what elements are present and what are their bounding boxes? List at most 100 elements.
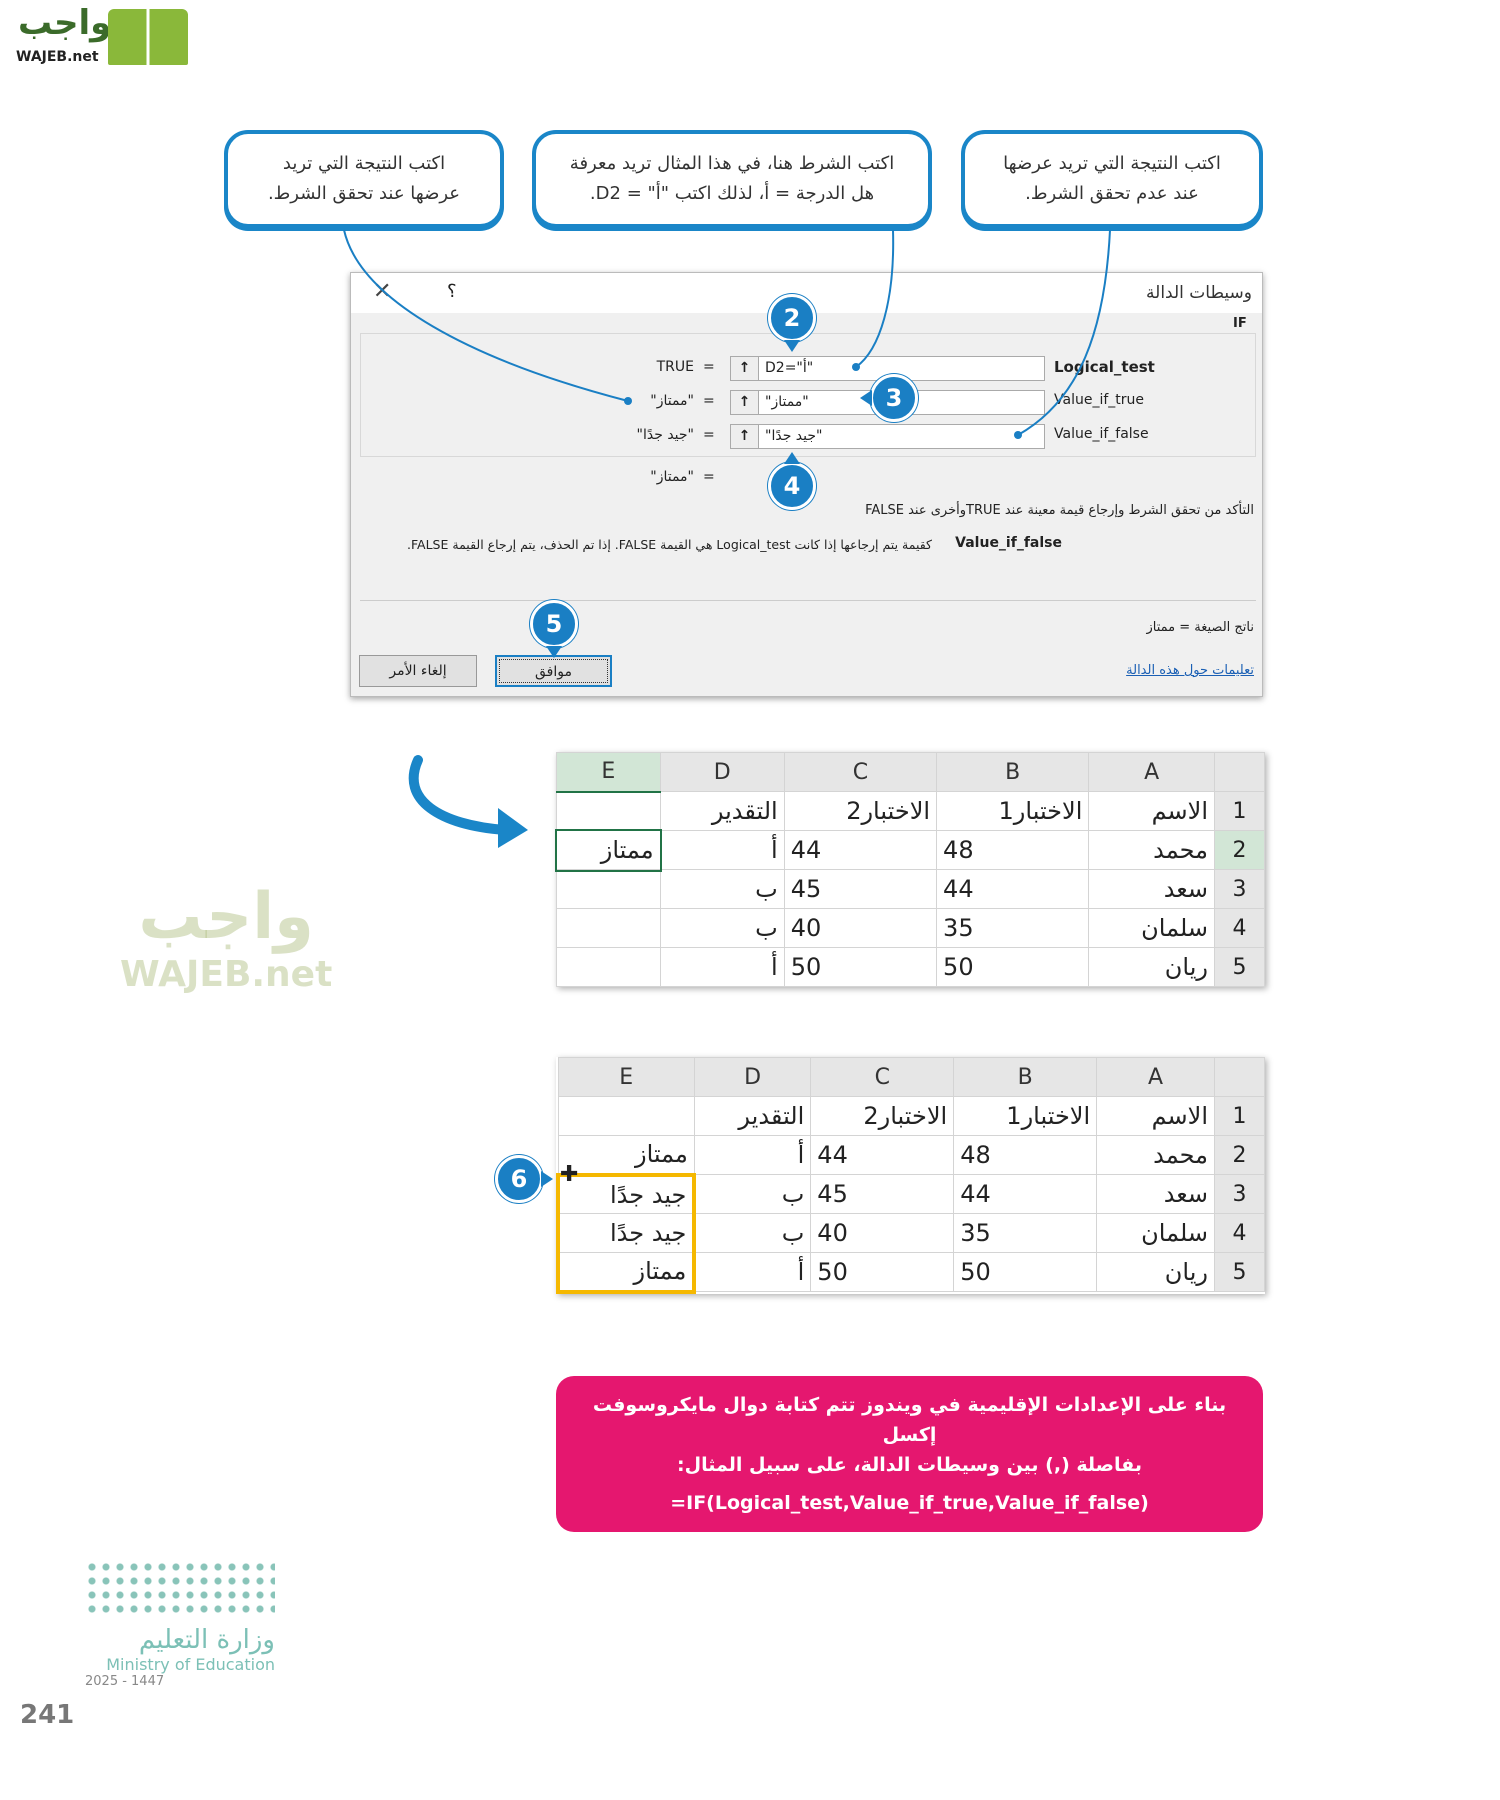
row-header[interactable]: 3 [1214, 869, 1265, 909]
regional-settings-note: بناء على الإعدادات الإقليمية في ويندوز ت… [556, 1376, 1263, 1532]
logo-latin: WAJEB.net [16, 49, 99, 65]
cell[interactable]: 40 [783, 908, 938, 948]
cell[interactable]: محمد [1088, 830, 1215, 870]
ok-button[interactable]: موافق [495, 655, 612, 687]
cell[interactable]: محمد [1096, 1135, 1215, 1175]
cell[interactable]: 48 [936, 830, 1090, 870]
row-header[interactable]: 2 [1214, 1135, 1265, 1175]
arg-desc-text: كقيمة يتم إرجاعها إذا كانت Logical_test … [407, 537, 932, 552]
page-number: 241 [20, 1700, 75, 1730]
value-if-false-input[interactable]: ↑"جيد جدًا" [730, 424, 1045, 449]
help-link[interactable]: تعليمات حول هذه الدالة [1126, 663, 1254, 678]
cell[interactable]: الاختبار1 [936, 791, 1090, 831]
cell[interactable]: الاختبار2 [810, 1096, 955, 1136]
row-header[interactable]: 5 [1214, 1252, 1265, 1292]
column-header-C[interactable]: C [810, 1057, 955, 1097]
column-header-B[interactable]: B [953, 1057, 1098, 1097]
cell[interactable] [556, 947, 661, 987]
cell[interactable]: 50 [936, 947, 1090, 987]
cell[interactable]: سلمان [1088, 908, 1215, 948]
row-header[interactable]: 4 [1214, 908, 1265, 948]
arg-label-value-if-false: Value_if_false [1054, 426, 1149, 442]
cell[interactable]: 35 [953, 1213, 1098, 1253]
cell[interactable]: جيد جدًا [555, 1213, 697, 1253]
cell[interactable]: 44 [936, 869, 1090, 909]
cell[interactable]: الاسم [1088, 791, 1215, 831]
arg-label-logical-test: Logical_test [1054, 358, 1155, 376]
row-header[interactable]: 1 [1214, 1096, 1265, 1136]
callout-text: عرضها عند تحقق الشرط. [267, 183, 461, 204]
row-header[interactable]: 2 [1214, 830, 1265, 870]
cell[interactable]: 40 [810, 1213, 955, 1253]
cell[interactable]: أ [693, 1135, 812, 1175]
cell[interactable]: 50 [810, 1252, 955, 1292]
column-header-A[interactable]: A [1088, 752, 1215, 792]
help-button[interactable]: ؟ [447, 281, 457, 302]
collapse-icon[interactable]: ↑ [731, 357, 759, 380]
ministry-logo: وزارة التعليم Ministry of Education 2025… [85, 1560, 275, 1689]
cell[interactable]: ممتاز [554, 828, 663, 872]
column-header-D[interactable]: D [693, 1057, 812, 1097]
cell[interactable]: ريان [1096, 1252, 1215, 1292]
row-header[interactable]: 1 [1214, 791, 1265, 831]
select-all-corner[interactable] [1214, 1057, 1265, 1097]
cell[interactable]: ب [693, 1213, 812, 1253]
cell[interactable] [556, 869, 661, 909]
column-header-C[interactable]: C [783, 752, 938, 792]
cell[interactable]: ممتاز [555, 1252, 697, 1294]
note-line: بناء على الإعدادات الإقليمية في ويندوز ت… [592, 1394, 1227, 1446]
column-header-A[interactable]: A [1096, 1057, 1215, 1097]
cell[interactable]: أ [659, 830, 785, 870]
select-all-corner[interactable] [1214, 752, 1265, 792]
cell[interactable]: 50 [783, 947, 938, 987]
cell[interactable]: التقدير [693, 1096, 812, 1136]
cell[interactable]: التقدير [659, 791, 785, 831]
cell[interactable]: الاسم [1096, 1096, 1215, 1136]
column-header-B[interactable]: B [936, 752, 1090, 792]
cell[interactable]: 35 [936, 908, 1090, 948]
cell[interactable]: 45 [783, 869, 938, 909]
cell[interactable]: ريان [1088, 947, 1215, 987]
callout-text: اكتب الشرط هنا، في هذا المثال تريد معرفة [569, 153, 895, 174]
column-header-D[interactable]: D [659, 752, 785, 792]
cell[interactable] [556, 791, 661, 831]
cell[interactable]: 44 [810, 1135, 955, 1175]
cell[interactable]: 44 [953, 1174, 1098, 1214]
cell[interactable]: 45 [810, 1174, 955, 1214]
cell[interactable] [557, 1096, 695, 1136]
column-header-E[interactable]: E [556, 752, 661, 793]
cancel-button[interactable]: إلغاء الأمر [359, 655, 477, 687]
cell[interactable]: أ [693, 1252, 812, 1292]
row-header[interactable]: 5 [1214, 947, 1265, 987]
cell[interactable]: ب [693, 1174, 812, 1214]
cell[interactable]: ممتاز [557, 1135, 695, 1175]
cell[interactable]: 44 [783, 830, 938, 870]
cell[interactable]: جيد جدًا [555, 1172, 697, 1214]
cell[interactable]: الاختبار1 [953, 1096, 1098, 1136]
row-header[interactable]: 4 [1214, 1213, 1265, 1253]
cell[interactable]: ب [659, 908, 785, 948]
cell[interactable]: سعد [1088, 869, 1215, 909]
collapse-icon[interactable]: ↑ [731, 391, 759, 414]
close-icon[interactable]: ✕ [373, 279, 392, 304]
cell[interactable]: 50 [953, 1252, 1098, 1292]
cell[interactable]: الاختبار2 [783, 791, 938, 831]
cell[interactable]: 48 [953, 1135, 1098, 1175]
step-badge-6: 6 [495, 1155, 553, 1203]
cell[interactable]: أ [659, 947, 785, 987]
cell[interactable]: سعد [1096, 1174, 1215, 1214]
column-header-E[interactable]: E [557, 1057, 695, 1097]
collapse-icon[interactable]: ↑ [731, 425, 759, 448]
wajeb-logo: واجب WAJEB.net [10, 3, 190, 67]
note-formula: =IF(Logical_test,Value_if_true,Value_if_… [670, 1492, 1149, 1514]
cell[interactable]: سلمان [1096, 1213, 1215, 1253]
row-header[interactable]: 3 [1214, 1174, 1265, 1214]
cell[interactable] [556, 908, 661, 948]
function-name: IF [1233, 316, 1247, 331]
cell[interactable]: ب [659, 869, 785, 909]
